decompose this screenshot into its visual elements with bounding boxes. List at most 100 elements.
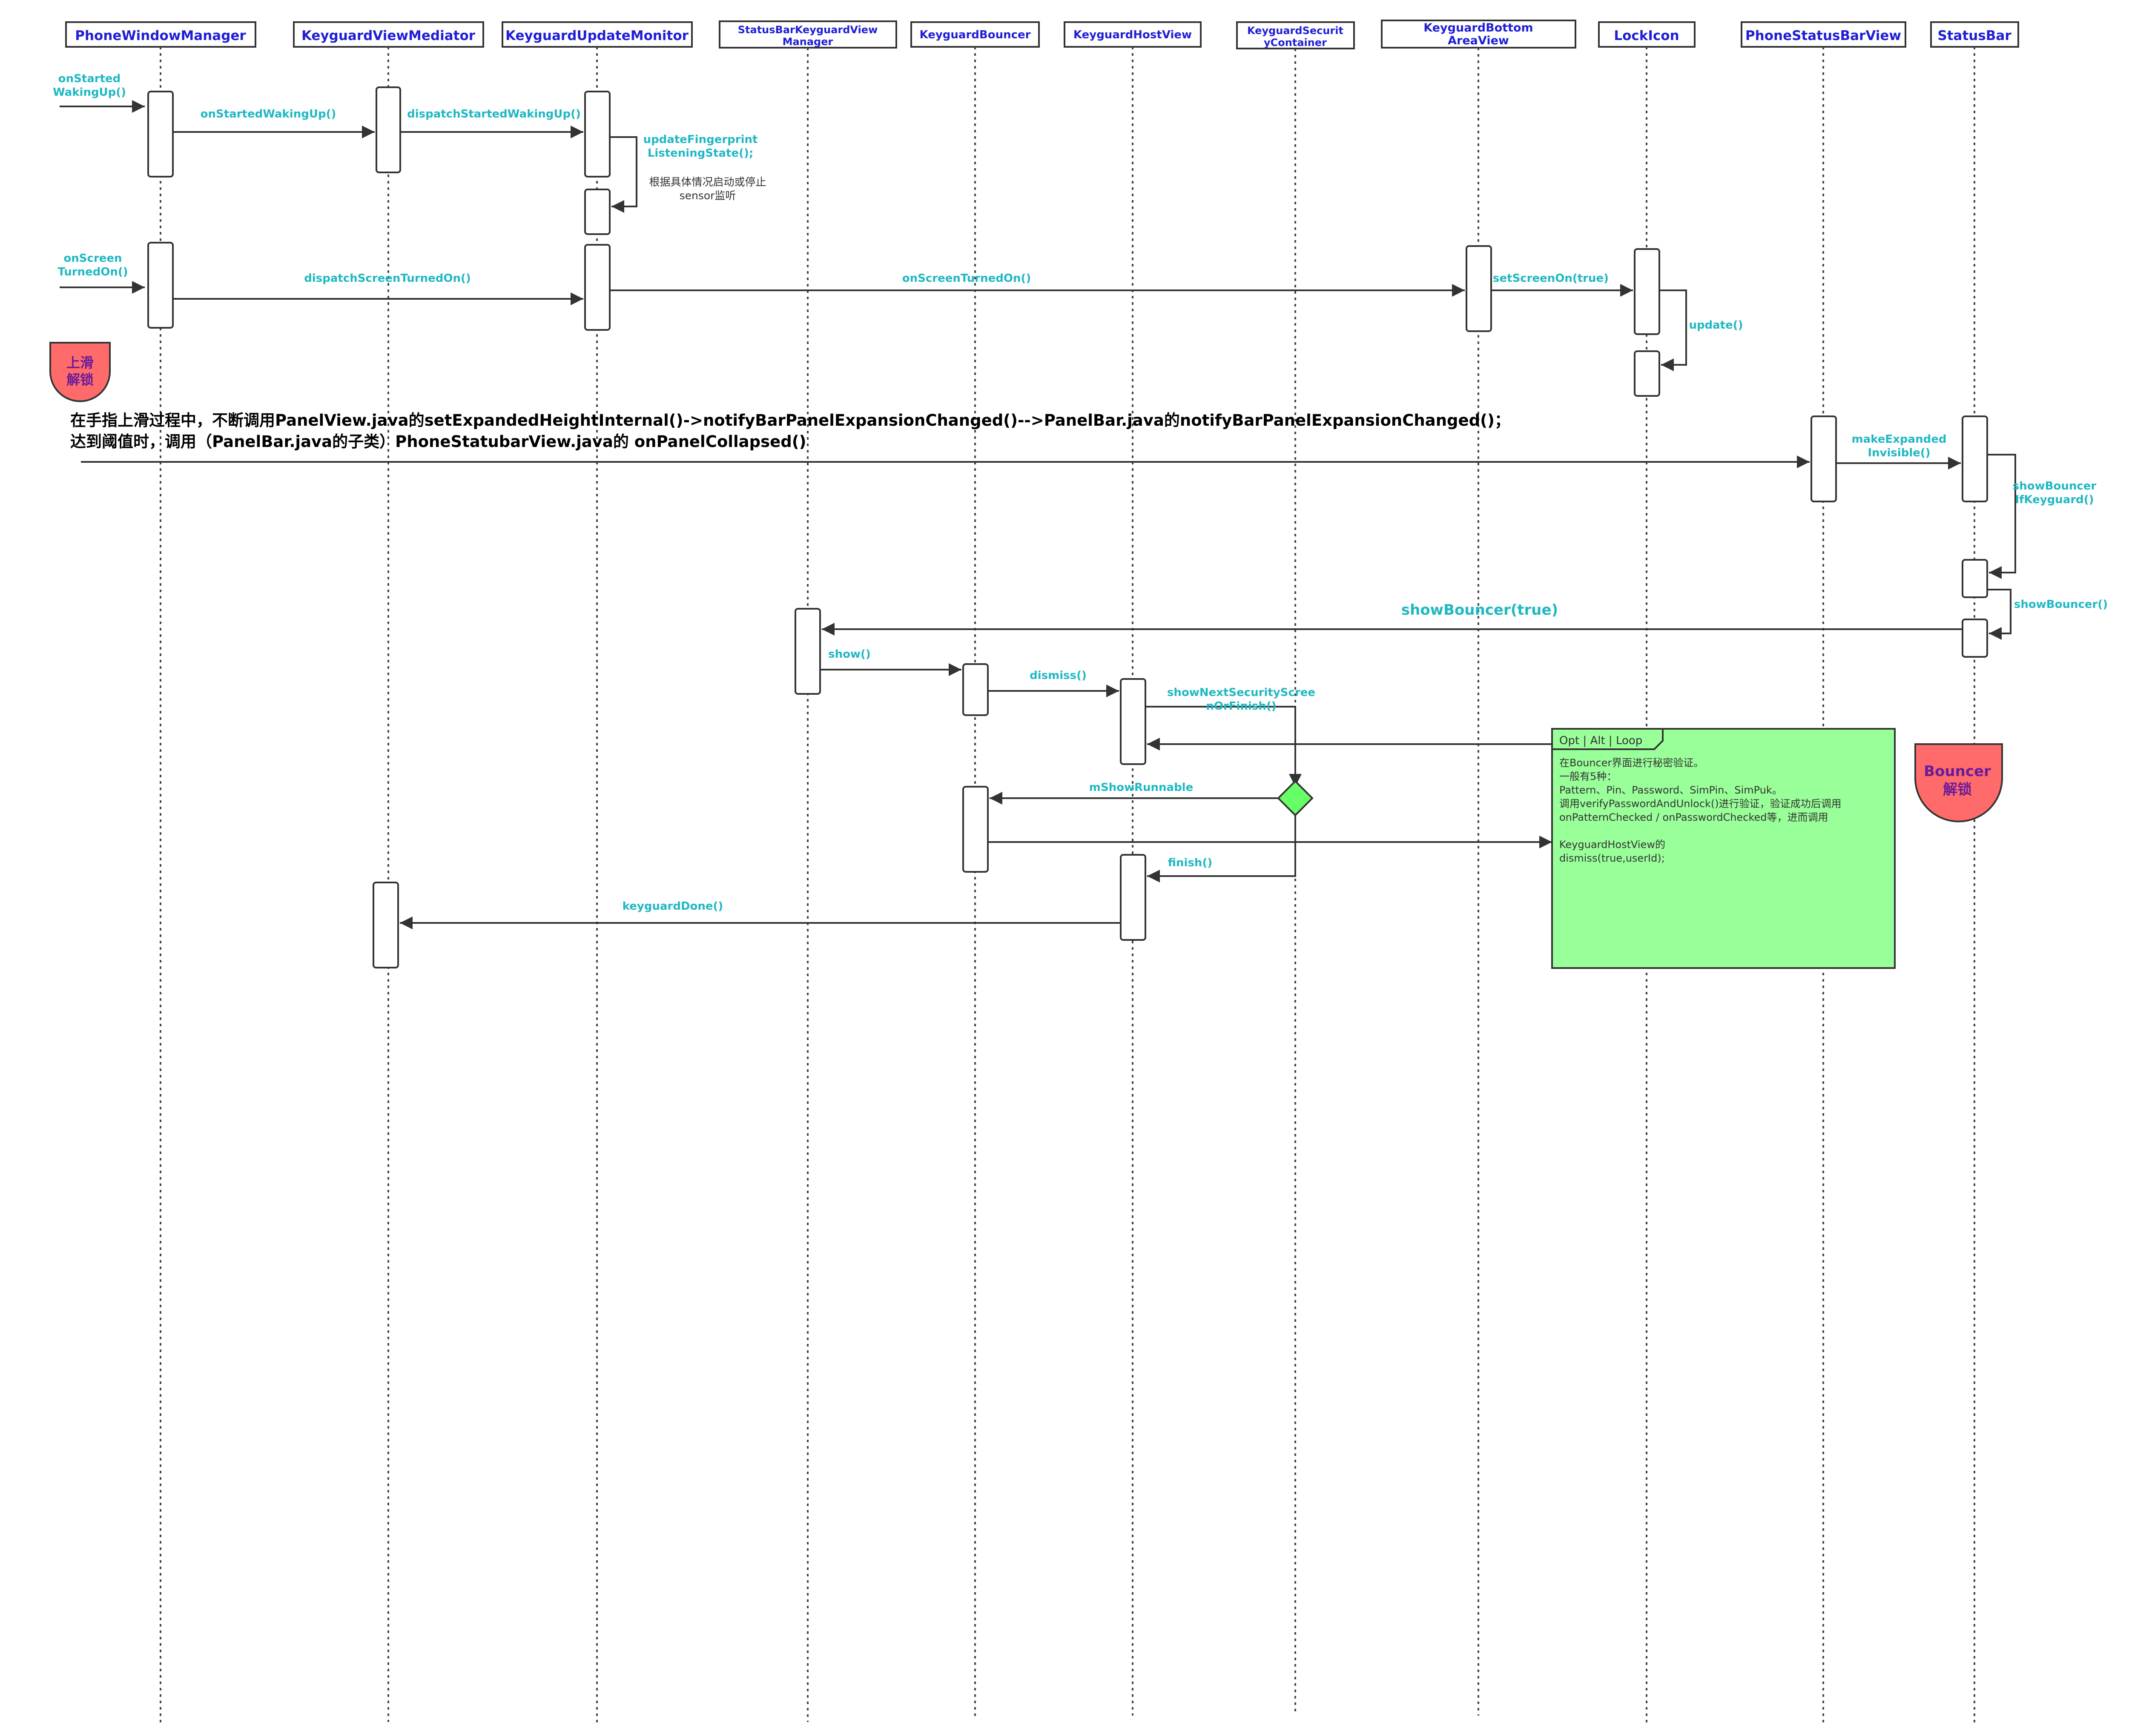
activation-box: [962, 786, 989, 873]
message-label-line1: onScreen: [63, 252, 122, 265]
participant-label-line1: StatusBarKeyguardView: [738, 24, 878, 36]
activation-box: [147, 91, 174, 178]
fragment-body-line: KeyguardHostView的: [1559, 839, 1665, 851]
participant-statusbar-keyguard-view-manager: StatusBarKeyguardView Manager: [719, 20, 897, 49]
participant-label: KeyguardHostView: [1073, 29, 1192, 41]
activation-box: [1962, 415, 1988, 502]
participant-label: KeyguardUpdateMonitor: [505, 28, 689, 43]
participant-label-line2: Manager: [783, 36, 833, 48]
fragment-label: Opt | Alt | Loop: [1559, 734, 1642, 747]
participant-keyguard-bouncer: KeyguardBouncer: [910, 21, 1040, 48]
activation-box: [1120, 678, 1146, 765]
message-label: dispatchScreenTurnedOn(): [304, 272, 471, 285]
activation-box: [376, 86, 401, 173]
participant-keyguard-view-mediator: KeyguardViewMediator: [293, 21, 484, 48]
message-label: dispatchStartedWakingUp(): [407, 108, 581, 120]
participant-label: LockIcon: [1614, 28, 1679, 43]
message-label-line1: onStarted: [58, 72, 121, 85]
fragment-box: [1551, 728, 1896, 969]
marker-label-line1: 上滑: [66, 355, 94, 371]
activations: [147, 86, 1988, 968]
swipe-unlock-marker: 上滑 解锁: [49, 342, 111, 402]
participant-label: KeyguardBouncer: [920, 29, 1031, 41]
fragment-body-line: 在Bouncer界面进行秘密验证。: [1559, 757, 1704, 769]
note-line1: 根据具体情况启动或停止: [649, 176, 766, 188]
message-label-line1: updateFingerprint: [643, 133, 758, 146]
message-label-line2: WakingUp(): [53, 86, 126, 99]
self-message-arrow: [1987, 589, 2011, 640]
activation-box: [795, 608, 821, 695]
note-line2: sensor监听: [680, 189, 736, 202]
self-message-arrow: [1659, 289, 1687, 371]
message-arrow-to-decision: [1145, 706, 1302, 787]
participant-label: StatusBar: [1937, 28, 2011, 43]
participant-label-line1: KeyguardSecurit: [1247, 25, 1343, 37]
activation-box: [1466, 245, 1492, 332]
decision-diamond: [1277, 780, 1314, 816]
participant-phone-window-manager: PhoneWindowManager: [65, 21, 256, 48]
participant-label: PhoneStatusBarView: [1745, 28, 1901, 43]
activation-box: [1811, 415, 1837, 502]
self-message-arrow: [1987, 454, 2016, 579]
activation-box: [1962, 619, 1988, 658]
fragment-label-tab: [1551, 728, 1664, 750]
fragment-body-line: 一般有5种：: [1559, 771, 1617, 782]
message-label: mShowRunnable: [1089, 781, 1193, 794]
message-label: showBouncer(): [2014, 598, 2108, 611]
participant-label-line2: yContainer: [1264, 37, 1327, 49]
participant-keyguard-bottom-area-view: KeyguardBottom AreaView: [1381, 20, 1576, 49]
participant-label-line1: KeyguardBottom: [1423, 21, 1533, 34]
fragment-body-line: onPatternChecked / onPasswordChecked等，进而…: [1559, 811, 1828, 823]
message-label-line1: showNextSecurityScree: [1167, 686, 1315, 699]
self-message-arrow: [610, 136, 637, 213]
message-label-line2: TurnedOn(): [57, 266, 128, 278]
message-label: keyguardDone(): [623, 900, 723, 913]
participant-label: PhoneWindowManager: [75, 28, 246, 43]
participant-lock-icon: LockIcon: [1598, 21, 1696, 48]
participant-keyguard-security-container: KeyguardSecurit yContainer: [1236, 21, 1355, 49]
activation-box: [1962, 559, 1988, 598]
swipe-description-line1: 在手指上滑过程中，不断调用PanelView.java的setExpandedH…: [70, 411, 1510, 430]
participant-keyguard-update-monitor: KeyguardUpdateMonitor: [502, 21, 693, 48]
message-label-line1: makeExpanded: [1852, 433, 1947, 446]
combined-fragment: Opt | Alt | Loop 在Bouncer界面进行秘密验证。 一般有5种…: [1551, 728, 1896, 969]
message-label-line2: Invisible(): [1868, 447, 1930, 459]
message-label-line2: IfKeyguard(): [2015, 493, 2094, 506]
participant-keyguard-host-view: KeyguardHostView: [1064, 21, 1202, 48]
message-label: showBouncer(true): [1401, 602, 1558, 619]
fragment-body-line: 调用verifyPasswordAndUnlock()进行验证，验证成功后调用: [1559, 798, 1842, 810]
message-label: show(): [828, 648, 871, 661]
bouncer-unlock-marker: Bouncer 解锁: [1914, 743, 2003, 822]
fragment-body-line: Pattern、Pin、Password、SimPin、SimPuk。: [1559, 784, 1782, 796]
activation-box: [147, 242, 174, 329]
marker-shape: [49, 342, 111, 402]
marker-shape: [1914, 743, 2003, 822]
activation-box: [1120, 854, 1146, 941]
message-label: onStartedWakingUp(): [201, 108, 336, 120]
activation-box: [584, 91, 611, 178]
message-label-line2: nOrFinish(): [1206, 700, 1276, 713]
participant-status-bar: StatusBar: [1930, 21, 2019, 48]
marker-label-line2: 解锁: [66, 372, 94, 388]
message-label: update(): [1689, 319, 1743, 332]
activation-box: [1634, 248, 1660, 335]
message-label-line1: showBouncer: [2013, 480, 2097, 493]
activation-box: [584, 189, 611, 235]
activation-box: [962, 663, 989, 716]
message-arrows: [60, 100, 2016, 929]
message-label: dismiss(): [1030, 669, 1087, 682]
message-arrow: [1147, 815, 1296, 882]
activation-box: [584, 244, 611, 331]
message-label: finish(): [1168, 857, 1212, 869]
message-label: onScreenTurnedOn(): [902, 272, 1031, 285]
marker-label-line2: 解锁: [1943, 781, 1972, 798]
message-label-line2: ListeningState();: [648, 147, 754, 160]
participant-label-line2: AreaView: [1448, 34, 1509, 47]
message-label: setScreenOn(true): [1493, 272, 1609, 285]
activation-box: [1634, 350, 1660, 397]
participant-label: KeyguardViewMediator: [301, 28, 476, 43]
fragment-body-line: dismiss(true,userId);: [1559, 852, 1665, 864]
swipe-description-line2: 达到阈值时，调用（PanelBar.java的子类）PhoneStatubarV…: [70, 433, 806, 451]
activation-box: [373, 882, 399, 968]
